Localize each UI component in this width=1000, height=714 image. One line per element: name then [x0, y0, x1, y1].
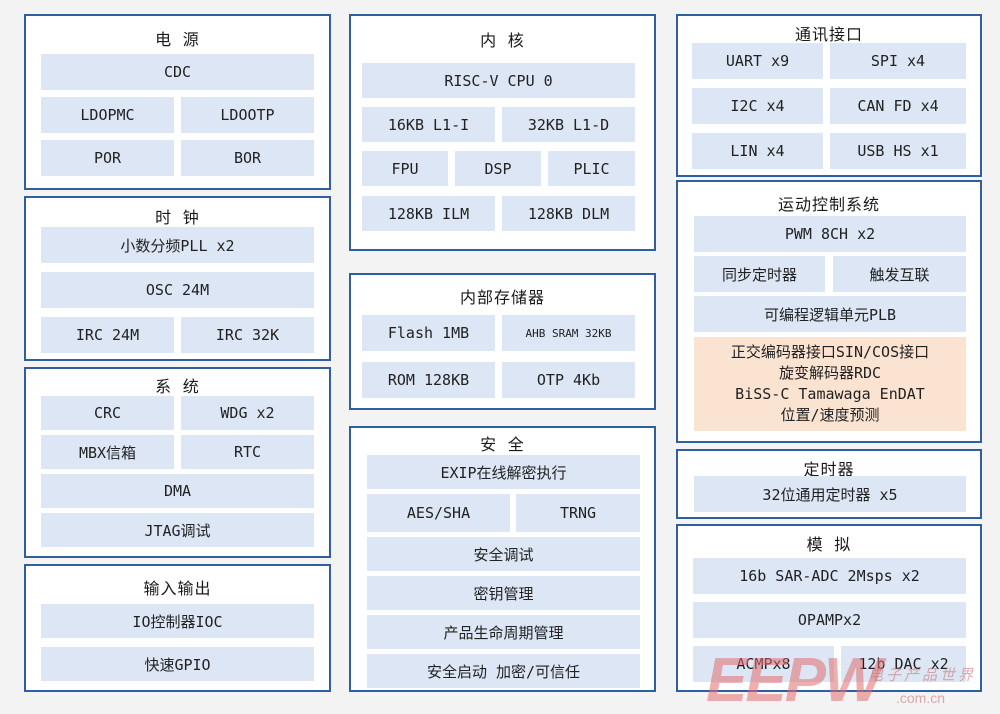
comm-title: 通讯接口 [794, 25, 863, 44]
system-dma: DMA [41, 474, 314, 508]
core-l1d: 32KB L1-D [502, 107, 635, 142]
clock-pll: 小数分频PLL x2 [41, 227, 314, 263]
analog-dac: 12b DAC x2 [841, 646, 966, 682]
encoder-line-sincos: 正交编码器接口SIN/COS接口 [730, 343, 930, 361]
memory-title: 内部存储器 [459, 288, 545, 307]
security-title: 安 全 [480, 435, 525, 454]
comm-lin: LIN x4 [692, 133, 823, 169]
core-panel: 内 核 RISC-V CPU 0 16KB L1-I 32KB L1-D FPU… [349, 14, 656, 251]
eepw-watermark-name: 电子产品世界 [868, 666, 977, 684]
memory-flash: Flash 1MB [362, 315, 495, 351]
memory-sram: AHB SRAM 32KB [502, 315, 635, 351]
power-bor: BOR [181, 140, 314, 176]
core-plic: PLIC [548, 151, 635, 186]
security-exip: EXIP在线解密执行 [367, 455, 640, 489]
security-key: 密钥管理 [367, 576, 640, 610]
motion-pwm: PWM 8CH x2 [694, 216, 966, 252]
comm-canfd: CAN FD x4 [830, 88, 966, 124]
io-title: 输入输出 [143, 579, 212, 598]
system-title: 系 统 [155, 377, 200, 396]
io-gpio: 快速GPIO [41, 647, 314, 681]
system-rtc: RTC [181, 435, 314, 469]
io-ioc: IO控制器IOC [41, 604, 314, 638]
encoder-line-rdc: 旋变解码器RDC [778, 364, 882, 382]
security-lifecycle: 产品生命周期管理 [367, 615, 640, 649]
core-dlm: 128KB DLM [502, 196, 635, 231]
eepw-watermark-url: .com.cn [896, 690, 946, 706]
system-panel: 系 统 CRC WDG x2 MBX信箱 RTC DMA JTAG调试 [24, 367, 331, 558]
core-cpu: RISC-V CPU 0 [362, 63, 635, 98]
power-ldootp: LDOOTP [181, 97, 314, 133]
timer-title: 定时器 [803, 460, 855, 479]
system-wdg: WDG x2 [181, 396, 314, 430]
clock-irc32k: IRC 32K [181, 317, 314, 353]
core-ilm: 128KB ILM [362, 196, 495, 231]
motion-panel: 运动控制系统 PWM 8CH x2 同步定时器 触发互联 可编程逻辑单元PLB … [676, 180, 982, 443]
clock-panel: 时 钟 小数分频PLL x2 OSC 24M IRC 24M IRC 32K [24, 196, 331, 361]
comm-spi: SPI x4 [830, 43, 966, 79]
comm-usb: USB HS x1 [830, 133, 966, 169]
system-mbx: MBX信箱 [41, 435, 174, 469]
memory-otp: OTP 4Kb [502, 362, 635, 398]
comm-i2c: I2C x4 [692, 88, 823, 124]
core-l1i: 16KB L1-I [362, 107, 495, 142]
core-fpu: FPU [362, 151, 448, 186]
analog-opamp: OPAMPx2 [693, 602, 966, 638]
core-dsp: DSP [455, 151, 541, 186]
motion-plb: 可编程逻辑单元PLB [694, 296, 966, 332]
clock-osc: OSC 24M [41, 272, 314, 308]
system-crc: CRC [41, 396, 174, 430]
power-title: 电 源 [155, 30, 200, 49]
power-panel: 电 源 CDC LDOPMC LDOOTP POR BOR [24, 14, 331, 190]
clock-irc24m: IRC 24M [41, 317, 174, 353]
memory-panel: 内部存储器 Flash 1MB AHB SRAM 32KB ROM 128KB … [349, 273, 656, 410]
timer-panel: 定时器 32位通用定时器 x5 [676, 449, 982, 519]
power-por: POR [41, 140, 174, 176]
power-cdc: CDC [41, 54, 314, 90]
system-jtag: JTAG调试 [41, 513, 314, 547]
analog-acmp: ACMPx8 [693, 646, 834, 682]
motion-encoder-block: 正交编码器接口SIN/COS接口 旋变解码器RDC BiSS-C Tamawag… [694, 337, 966, 431]
encoder-line-biss: BiSS-C Tamawaga EnDAT [735, 385, 925, 403]
analog-title: 模 拟 [806, 535, 852, 554]
encoder-line-predict: 位置/速度预测 [780, 406, 880, 424]
io-panel: 输入输出 IO控制器IOC 快速GPIO [24, 564, 331, 692]
core-title: 内 核 [480, 31, 525, 50]
security-aes: AES/SHA [367, 494, 510, 532]
security-debug: 安全调试 [367, 537, 640, 571]
clock-title: 时 钟 [155, 208, 200, 227]
motion-trigger: 触发互联 [833, 256, 966, 292]
eepw-watermark-logo: EEPW [706, 646, 883, 714]
motion-title: 运动控制系统 [777, 195, 880, 214]
security-trng: TRNG [516, 494, 640, 532]
analog-adc: 16b SAR-ADC 2Msps x2 [693, 558, 966, 594]
analog-panel: 模 拟 16b SAR-ADC 2Msps x2 OPAMPx2 ACMPx8 … [676, 524, 982, 692]
comm-uart: UART x9 [692, 43, 823, 79]
motion-sync-timer: 同步定时器 [694, 256, 825, 292]
power-ldopmc: LDOPMC [41, 97, 174, 133]
security-panel: 安 全 EXIP在线解密执行 AES/SHA TRNG 安全调试 密钥管理 产品… [349, 426, 656, 692]
comm-panel: 通讯接口 UART x9 SPI x4 I2C x4 CAN FD x4 LIN… [676, 14, 982, 177]
memory-rom: ROM 128KB [362, 362, 495, 398]
security-boot: 安全启动 加密/可信任 [367, 654, 640, 688]
timer-gpt: 32位通用定时器 x5 [694, 476, 966, 512]
